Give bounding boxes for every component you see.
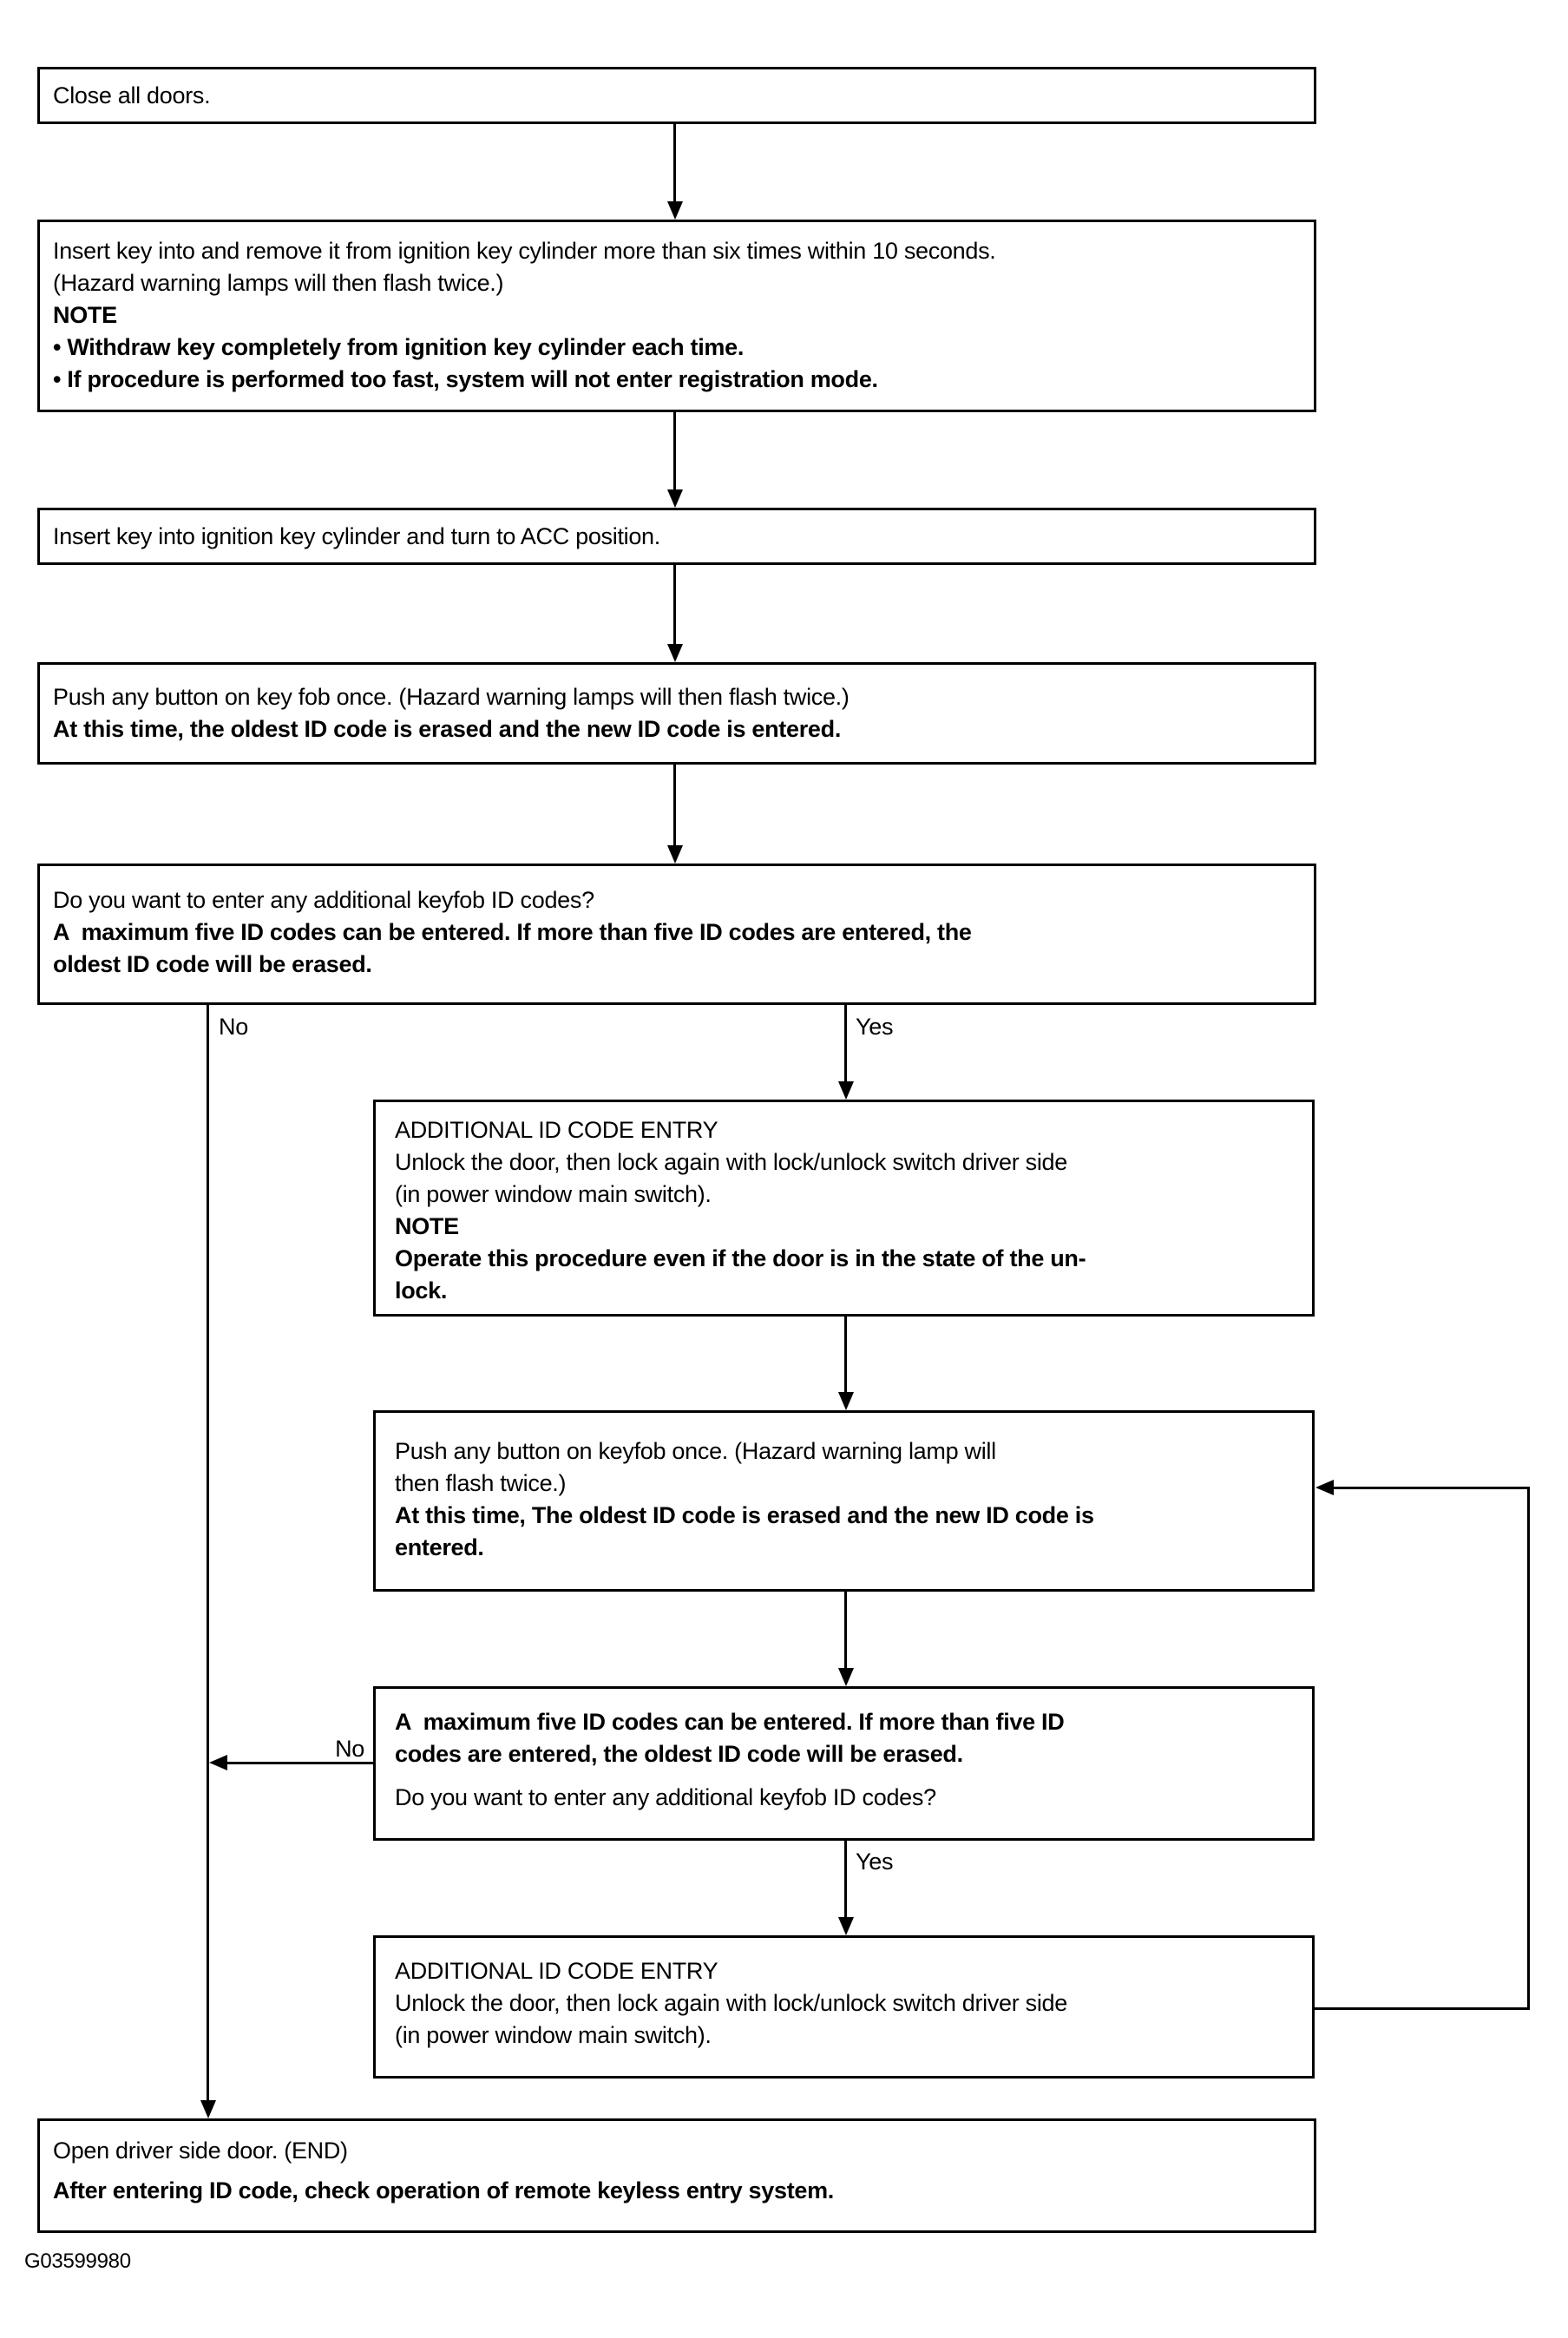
box-text-line: Insert key into and remove it from ignit… bbox=[53, 238, 996, 264]
box-text-line: Do you want to enter any additional keyf… bbox=[53, 887, 594, 913]
flow-box-insert-remove-key: Insert key into and remove it from ignit… bbox=[37, 220, 1316, 412]
box-text-line: oldest ID code will be erased. bbox=[53, 951, 372, 977]
box-text-line: Push any button on keyfob once. (Hazard … bbox=[395, 1438, 996, 1464]
arrowhead-down-box3 bbox=[667, 489, 683, 508]
connector-box6-box7 bbox=[844, 1317, 847, 1393]
box-text-line: then flash twice.) bbox=[395, 1470, 567, 1496]
box-text-line: (in power window main switch). bbox=[395, 2022, 712, 2048]
box-text-line: lock. bbox=[395, 1277, 448, 1304]
box-text-line: After entering ID code, check operation … bbox=[53, 2177, 835, 2203]
connector-box3-box4 bbox=[673, 565, 676, 644]
connector-box1-box2 bbox=[673, 124, 676, 204]
box-text-line: ADDITIONAL ID CODE ENTRY bbox=[395, 1958, 718, 1984]
branch-label-no-1: No bbox=[219, 1014, 248, 1040]
box-text-line: • Withdraw key completely from ignition … bbox=[53, 334, 745, 360]
branch-label-yes-1: Yes bbox=[856, 1014, 894, 1040]
flow-box-push-keyfob-once: Push any button on key fob once. (Hazard… bbox=[37, 662, 1316, 765]
flow-box-acc-position: Insert key into ignition key cylinder an… bbox=[37, 508, 1316, 565]
box-text-line: A maximum five ID codes can be entered. … bbox=[395, 1709, 1065, 1735]
arrowhead-down-box7 bbox=[838, 1392, 854, 1410]
box-text-line: Operate this procedure even if the door … bbox=[395, 1245, 1086, 1271]
connector-no-branch bbox=[207, 1005, 209, 2102]
connector-box2-box3 bbox=[673, 412, 676, 490]
connector-loop-vertical bbox=[1527, 1487, 1530, 2010]
arrowhead-down-box6 bbox=[838, 1081, 854, 1100]
box-text-line: (Hazard warning lamps will then flash tw… bbox=[53, 270, 504, 296]
branch-label-no-2: No bbox=[335, 1736, 364, 1762]
arrowhead-left-box7 bbox=[1315, 1480, 1334, 1495]
arrowhead-down-box10 bbox=[200, 2100, 216, 2118]
box-text-line: • If procedure is performed too fast, sy… bbox=[53, 366, 878, 392]
connector-loop-top bbox=[1333, 1487, 1530, 1489]
connector-yes-branch-2 bbox=[844, 1841, 847, 1917]
connector-box7-box8 bbox=[844, 1592, 847, 1669]
box-text-line: At this time, the oldest ID code is eras… bbox=[53, 716, 842, 742]
connector-yes-branch-1 bbox=[844, 1005, 847, 1082]
box-text-line: Unlock the door, then lock again with lo… bbox=[395, 1149, 1067, 1175]
box-text-line: entered. bbox=[395, 1534, 484, 1560]
arrowhead-down-box5 bbox=[667, 845, 683, 864]
figure-id: G03599980 bbox=[24, 2249, 131, 2273]
flow-box-open-door-end: Open driver side door. (END) After enter… bbox=[37, 2118, 1316, 2233]
flow-box-max-codes-question: A maximum five ID codes can be entered. … bbox=[373, 1686, 1315, 1841]
arrowhead-down-box2 bbox=[667, 201, 683, 220]
box-text-line: codes are entered, the oldest ID code wi… bbox=[395, 1741, 963, 1767]
box-text-line-note: NOTE bbox=[53, 302, 117, 328]
box-text-line-note: NOTE bbox=[395, 1213, 459, 1239]
flow-box-push-keyfob-loop: Push any button on keyfob once. (Hazard … bbox=[373, 1410, 1315, 1592]
arrowhead-down-box9 bbox=[838, 1917, 854, 1935]
connector-box4-box5 bbox=[673, 765, 676, 845]
flow-box-additional-id-entry-1: ADDITIONAL ID CODE ENTRY Unlock the door… bbox=[373, 1100, 1315, 1317]
flow-box-additional-codes-question: Do you want to enter any additional keyf… bbox=[37, 864, 1316, 1005]
box-text-line: Push any button on key fob once. (Hazard… bbox=[53, 684, 850, 710]
connector-no-branch-2 bbox=[225, 1762, 373, 1764]
box-text-line: (in power window main switch). bbox=[395, 1181, 712, 1207]
arrowhead-left-no-line bbox=[209, 1755, 227, 1770]
arrowhead-down-box4 bbox=[667, 644, 683, 662]
arrowhead-down-box8 bbox=[838, 1668, 854, 1686]
branch-label-yes-2: Yes bbox=[856, 1849, 894, 1875]
box-text-line: Do you want to enter any additional keyf… bbox=[395, 1784, 936, 1810]
box-text-line: Open driver side door. (END) bbox=[53, 2138, 348, 2164]
box-text-line: ADDITIONAL ID CODE ENTRY bbox=[395, 1117, 718, 1143]
connector-loop-bottom bbox=[1315, 2007, 1530, 2010]
flow-box-additional-id-entry-2: ADDITIONAL ID CODE ENTRY Unlock the door… bbox=[373, 1935, 1315, 2079]
flow-box-close-doors: Close all doors. bbox=[37, 67, 1316, 124]
box-text-line: A maximum five ID codes can be entered. … bbox=[53, 919, 972, 945]
box-text-line: Insert key into ignition key cylinder an… bbox=[53, 523, 660, 549]
box-text-line: At this time, The oldest ID code is eras… bbox=[395, 1502, 1094, 1528]
box-text-line: Close all doors. bbox=[53, 82, 211, 108]
box-text-line: Unlock the door, then lock again with lo… bbox=[395, 1990, 1067, 2016]
